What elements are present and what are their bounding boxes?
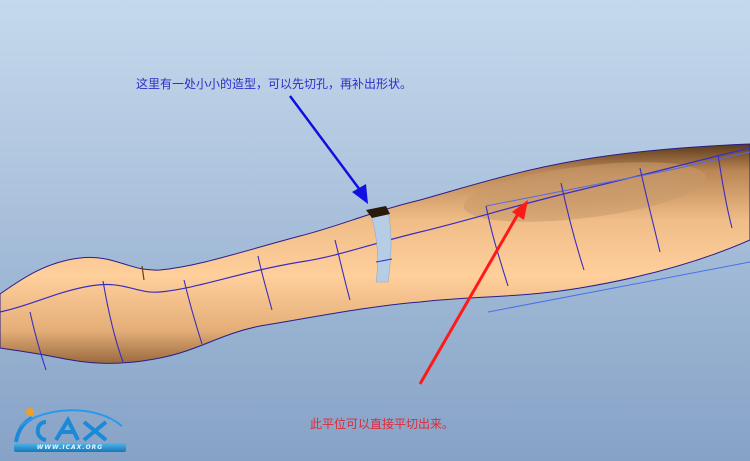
blue-arrow bbox=[288, 95, 368, 204]
edge-curve-top bbox=[0, 147, 750, 313]
section-curves bbox=[29, 154, 733, 371]
icax-logo-icon bbox=[14, 408, 123, 443]
reference-line bbox=[487, 261, 750, 313]
icax-logo: WWW.ICAX.ORG bbox=[6, 404, 128, 456]
red-arrow bbox=[418, 200, 528, 385]
annotation-hole-note: 这里有一处小小的造型，可以先切孔，再补出形状。 bbox=[136, 77, 413, 91]
logo-url: WWW.ICAX.ORG bbox=[14, 443, 126, 452]
annotation-flat-note: 此平位可以直接平切出来。 bbox=[310, 417, 455, 431]
cut-hole bbox=[369, 211, 392, 283]
